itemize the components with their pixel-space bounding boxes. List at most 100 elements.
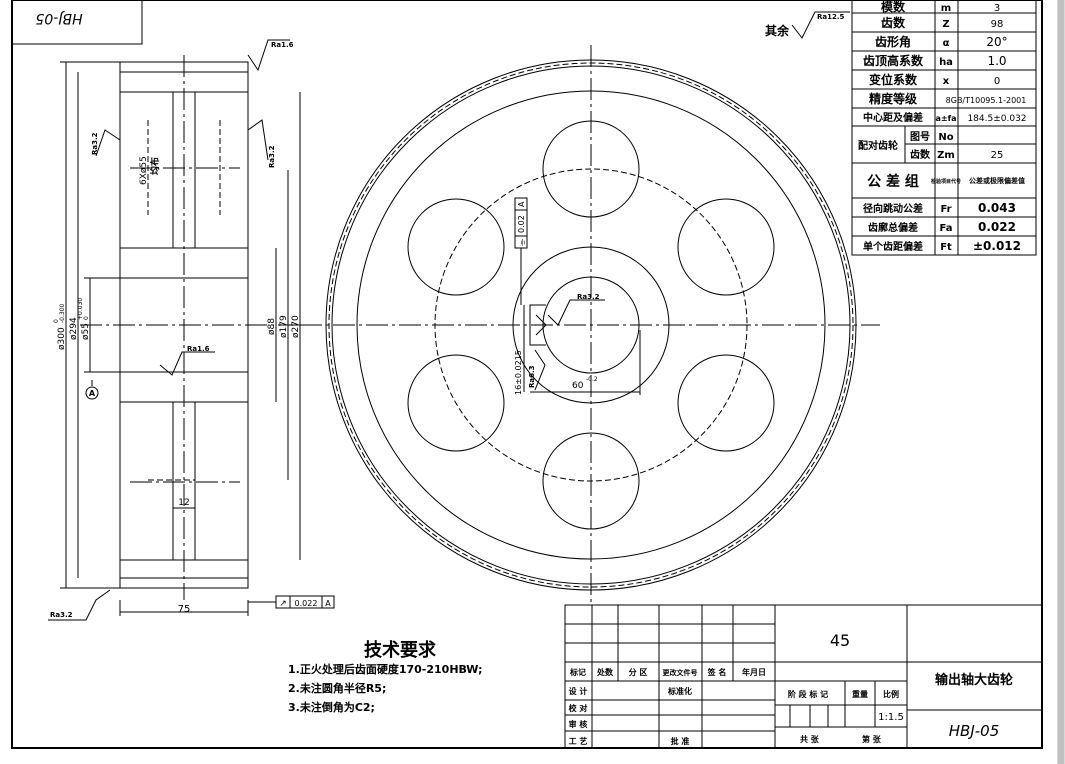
scrollbar-thumb[interactable] xyxy=(1058,0,1064,764)
dim-keyway-60: 60 xyxy=(572,381,584,391)
svg-text:Ra3.2: Ra3.2 xyxy=(577,293,600,301)
svg-text:Ft: Ft xyxy=(940,242,952,253)
surface-marks-keyway: Ra3.2 Ra6.3 xyxy=(528,293,605,391)
svg-text:设 计: 设 计 xyxy=(569,686,588,696)
svg-text:α: α xyxy=(943,38,950,49)
dim-width-75: 75 xyxy=(178,604,191,615)
svg-text:其余: 其余 xyxy=(765,23,790,38)
svg-text:25: 25 xyxy=(991,150,1004,161)
symmetry-frame: A 0.02 ⌯ xyxy=(514,197,528,305)
svg-text:模数: 模数 xyxy=(881,0,906,14)
web-hole-3 xyxy=(677,354,775,452)
svg-text:工 艺: 工 艺 xyxy=(569,736,588,746)
svg-text:0.022: 0.022 xyxy=(978,220,1016,234)
svg-text:⌯: ⌯ xyxy=(518,238,528,246)
param-rows: 模数 m 3 齿数 Z 98 齿形角 α 20° 齿顶高系数 ha 1.0 变位… xyxy=(858,0,1027,253)
drawing-code-top: HBJ-05 xyxy=(35,10,82,26)
part-name: 输出轴大齿轮 xyxy=(935,672,1013,688)
dim-d179: ø179 xyxy=(279,315,289,338)
svg-text:Fr: Fr xyxy=(940,204,951,215)
svg-text:标记: 标记 xyxy=(569,667,586,677)
vertical-scrollbar[interactable] xyxy=(1057,0,1065,764)
code-box xyxy=(11,0,143,45)
svg-text:Ra1.6: Ra1.6 xyxy=(271,41,294,49)
svg-text:x: x xyxy=(943,76,950,87)
dim-d55-tol-upper: +0.030 xyxy=(77,298,84,320)
front-view xyxy=(300,45,880,605)
svg-text:Fa: Fa xyxy=(940,223,953,234)
svg-text:Ra1.6: Ra1.6 xyxy=(187,345,210,353)
tech-req-title: 技术要求 xyxy=(364,639,437,661)
svg-text:单个齿距偏差: 单个齿距偏差 xyxy=(863,240,923,253)
svg-text:变位系数: 变位系数 xyxy=(869,72,918,87)
svg-text:重量: 重量 xyxy=(852,689,868,699)
svg-text:中心距及偏差: 中心距及偏差 xyxy=(863,111,923,124)
svg-text:0.02: 0.02 xyxy=(517,215,526,233)
web-hole-6 xyxy=(407,198,505,296)
scale-value: 1:1.5 xyxy=(878,712,904,723)
svg-text:齿廓总偏差: 齿廓总偏差 xyxy=(868,221,918,234)
svg-text:±0.012: ±0.012 xyxy=(973,239,1021,253)
tech-req-item-2: 2.未注圆角半径R5; xyxy=(288,681,386,695)
dim-d294: ø294 xyxy=(69,317,79,340)
datum-a: A xyxy=(85,380,99,400)
left-dimensions xyxy=(60,61,301,616)
dim-d55: ø55 xyxy=(81,323,91,340)
svg-text:184.5±0.032: 184.5±0.032 xyxy=(967,114,1026,124)
tech-req-item-1: 1.正火处理后齿面硬度170-210HBW; xyxy=(288,662,483,676)
sheet-border xyxy=(11,0,1043,749)
svg-text:年月日: 年月日 xyxy=(742,667,766,677)
web-hole-2 xyxy=(677,198,775,296)
svg-text:Ra12.5: Ra12.5 xyxy=(817,13,845,21)
web-hole-5 xyxy=(407,354,505,452)
svg-text:公差或极限偏差值: 公差或极限偏差值 xyxy=(969,176,1025,185)
svg-text:共 张: 共 张 xyxy=(800,734,820,744)
svg-text:标准化: 标准化 xyxy=(667,686,692,696)
svg-text:Ra3.2: Ra3.2 xyxy=(50,611,73,619)
runout-frame: ↗ 0.022 A xyxy=(248,595,335,609)
svg-text:校 对: 校 对 xyxy=(569,703,588,713)
svg-text:Zm: Zm xyxy=(937,150,955,161)
svg-text:0.022: 0.022 xyxy=(295,599,318,608)
dim-d55-tol-lower: 0 xyxy=(83,316,90,320)
svg-text:批 准: 批 准 xyxy=(671,736,690,746)
svg-text:比例: 比例 xyxy=(883,689,899,699)
svg-text:处数: 处数 xyxy=(596,667,614,677)
dim-keyway-60-tol: -0.2 xyxy=(586,376,598,383)
section-view xyxy=(80,55,300,600)
svg-text:配对齿轮: 配对齿轮 xyxy=(858,139,898,152)
svg-text:图号: 图号 xyxy=(910,131,930,143)
svg-text:A: A xyxy=(325,599,331,608)
svg-text:齿顶高系数: 齿顶高系数 xyxy=(863,53,924,68)
svg-text:检验项目代号: 检验项目代号 xyxy=(931,178,961,185)
svg-text:更改文件号: 更改文件号 xyxy=(663,668,698,677)
svg-text:精度等级: 精度等级 xyxy=(869,91,917,106)
svg-text:公 差 组: 公 差 组 xyxy=(867,173,919,190)
svg-text:齿形角: 齿形角 xyxy=(875,34,911,49)
svg-text:1.0: 1.0 xyxy=(987,54,1006,68)
dim-d300-tol-upper: 0 xyxy=(53,319,60,323)
svg-text:↗: ↗ xyxy=(279,599,287,609)
svg-text:Ra6.3: Ra6.3 xyxy=(528,365,536,388)
surface-marks-section: Ra1.6 Ra3.2 Ra3.2 Ra1.6 Ra3.2 xyxy=(48,39,294,621)
svg-text:ha: ha xyxy=(939,57,953,68)
svg-text:Z: Z xyxy=(942,19,949,30)
gear-param-table xyxy=(851,0,1037,256)
svg-text:第 张: 第 张 xyxy=(862,734,882,744)
tech-requirements: 技术要求 1.正火处理后齿面硬度170-210HBW; 2.未注圆角半径R5; … xyxy=(288,639,483,714)
rest-surface-finish: 其余 Ra12.5 xyxy=(765,11,850,39)
svg-text:0.043: 0.043 xyxy=(978,201,1016,215)
material: 45 xyxy=(830,631,850,650)
svg-text:No: No xyxy=(938,132,953,143)
dim-keyway-16: 16±0.0215 xyxy=(514,350,523,395)
svg-text:A: A xyxy=(89,389,96,398)
title-block xyxy=(564,604,1043,749)
svg-text:审 核: 审 核 xyxy=(569,719,588,729)
dim-d300: ø300 xyxy=(57,327,67,350)
svg-text:98: 98 xyxy=(991,19,1004,30)
title-block-labels: 标记 处数 分 区 更改文件号 签 名 年月日 设 计 标准化 校 对 审 核 … xyxy=(569,667,899,746)
svg-text:A: A xyxy=(517,201,526,207)
svg-text:径向跳动公差: 径向跳动公差 xyxy=(863,202,923,215)
svg-text:Ra3.2: Ra3.2 xyxy=(91,132,99,155)
